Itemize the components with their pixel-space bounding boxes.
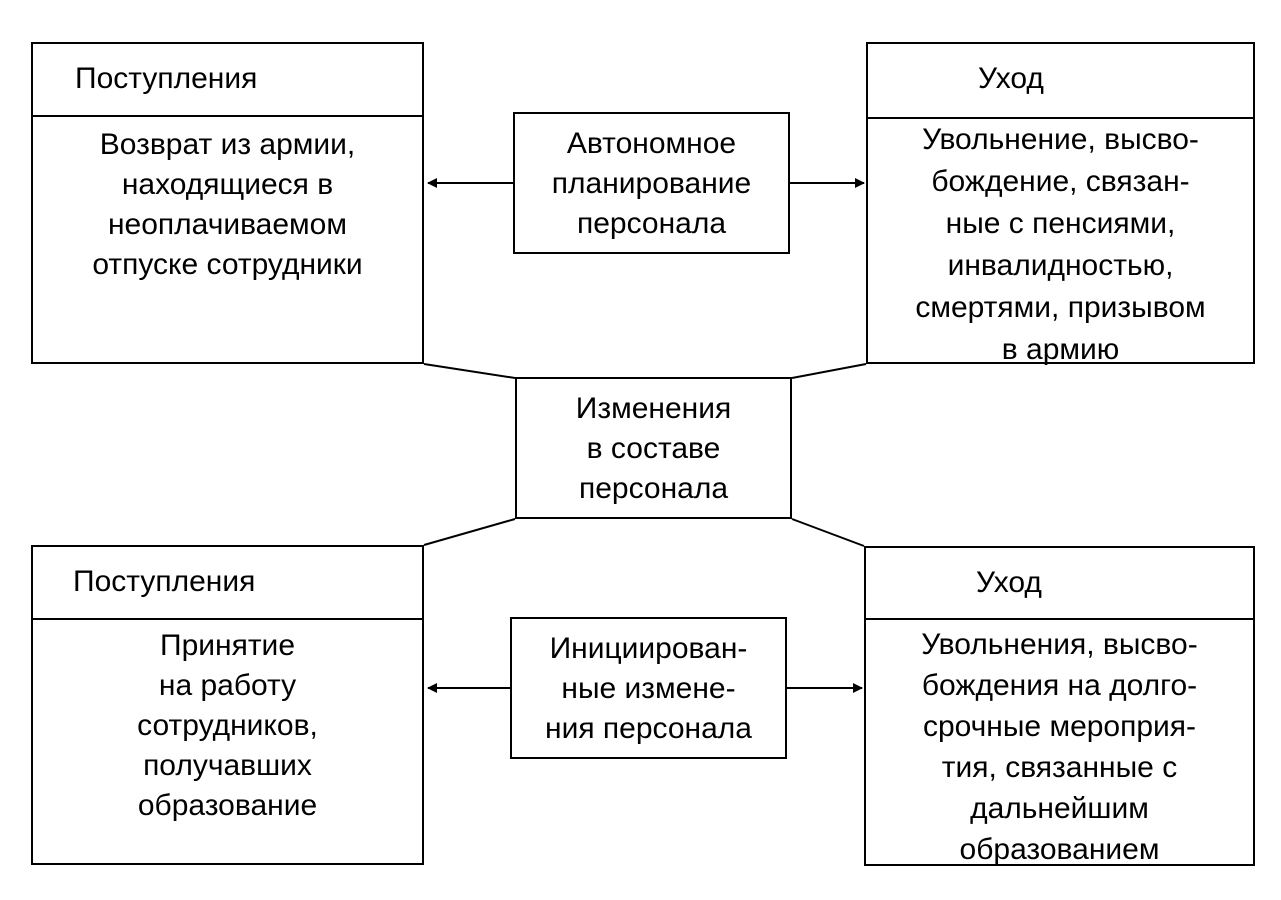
top-right-header: Уход (868, 44, 1253, 119)
bottom-left-header: Поступления (33, 547, 422, 620)
initiated-changes-box: Инициирован- ные измене- ния персонала (510, 617, 787, 759)
bottom-left-body: Принятие на работу сотрудников, получавш… (137, 629, 318, 822)
top-right-box: Уход Увольнение, высво- бождение, связан… (866, 42, 1255, 366)
top-left-header: Поступления (33, 44, 422, 117)
connector-top-right (791, 363, 867, 379)
bottom-right-header: Уход (866, 548, 1253, 620)
connector-bottom-right (791, 518, 865, 547)
top-left-box: Поступления Возврат из армии, находящиес… (31, 42, 424, 364)
bottom-right-box: Уход Увольнения, высво- бождения на долг… (864, 546, 1255, 866)
connector-bottom-left (423, 518, 516, 546)
top-right-body: Увольнение, высво- бождение, связан- ные… (915, 123, 1206, 366)
top-left-body: Возврат из армии, находящиеся в неоплачи… (92, 128, 363, 281)
connector-top-left (423, 363, 516, 379)
autonomous-planning-box: Автономное планирование персонала (513, 112, 790, 254)
bottom-right-body: Увольнения, высво- бождения на долго- ср… (921, 628, 1198, 866)
staff-changes-box: Изменения в составе персонала (515, 377, 792, 519)
bottom-left-box: Поступления Принятие на работу сотрудник… (31, 545, 424, 865)
